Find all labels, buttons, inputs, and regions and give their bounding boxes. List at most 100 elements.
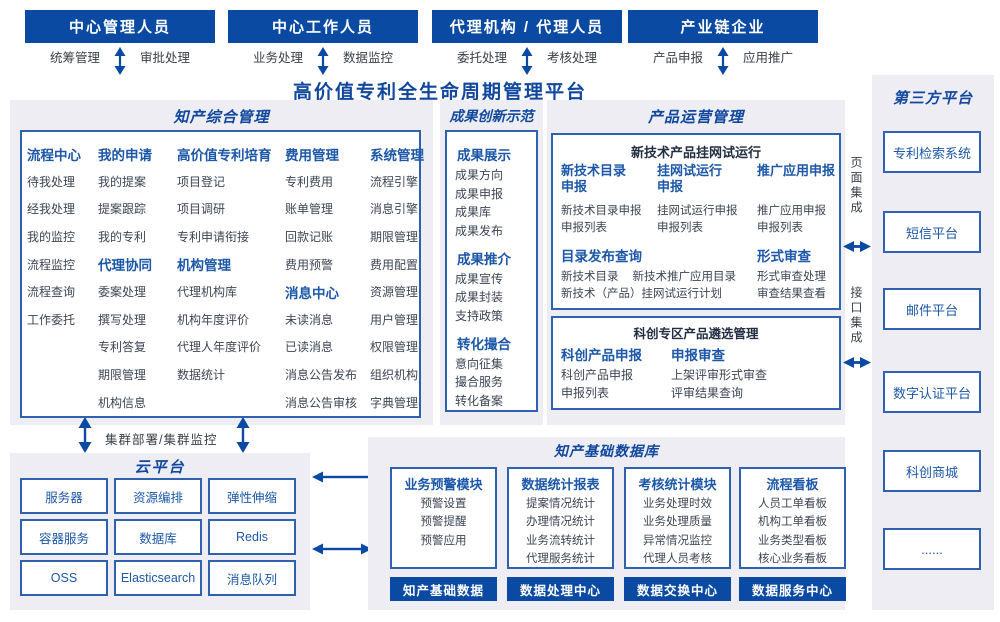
menu-header: 流程看板 xyxy=(766,477,819,492)
menu-item: 我的监控 xyxy=(27,230,76,245)
menu-header: 推广应用申报 xyxy=(757,163,835,201)
menu-header: 形式审查 xyxy=(757,249,811,264)
menu-item: 机构年度评价 xyxy=(177,312,250,327)
menu-header: 数据统计报表 xyxy=(521,477,600,492)
menu-item: 代理人员考核 xyxy=(643,552,712,565)
achievement-group: 成果推介成果宣传成果封装支持政策 xyxy=(447,247,536,325)
db-center-bar: 数据处理中心 xyxy=(507,577,614,601)
db-center-bar: 数据交换中心 xyxy=(624,577,731,601)
menu-item: 代理人年度评价 xyxy=(177,340,262,355)
menu-item: 期限管理 xyxy=(370,230,419,245)
menu-item: 代理服务统计 xyxy=(526,552,595,565)
menu-item: 核心业务看板 xyxy=(758,552,827,565)
menu-item: 办理情况统计 xyxy=(526,516,595,529)
menu-item: 组织机构 xyxy=(370,368,419,383)
menu-header: 业务预警模块 xyxy=(404,477,483,492)
trial-run-box-title: 新技术产品挂网试运行 xyxy=(630,145,761,160)
menu-item: 未读消息 xyxy=(285,312,334,327)
third-party-box: 专利检索系统 xyxy=(883,131,981,173)
actor-role-label: 业务处理 xyxy=(252,51,303,65)
menu-item: 撮合服务 xyxy=(455,375,504,390)
menu-item: 形式审查处理 xyxy=(757,270,826,283)
menu-header: 新技术目录申报 xyxy=(561,163,642,201)
menu-item-line: 新技术目录新技术推广应用目录 xyxy=(561,267,736,285)
selection-box: 科创专区产品遴选管理 科创产品申报科创产品申报申报列表申报审查上架评审形式审查评… xyxy=(551,316,841,410)
menu-item: 流程引擎 xyxy=(370,174,419,189)
menu-column: 高价值专利培育项目登记项目调研专利申请衔接机构管理代理机构库机构年度评价代理人年… xyxy=(177,140,272,388)
cloud-service-box: Redis xyxy=(208,519,296,555)
menu-header-line: 新技术目录 xyxy=(561,163,627,178)
menu-column: 我的申请我的提案提案跟踪我的专利代理协同委案处理撰写处理专利答复期限管理机构信息 xyxy=(98,140,152,416)
menu-column: 系统管理流程引擎消息引擎期限管理费用配置资源管理用户管理权限管理组织机构字典管理 xyxy=(370,140,424,416)
menu-item: 机构信息 xyxy=(98,395,147,410)
menu-item: 新技术（产品）挂网试运行计划 xyxy=(561,288,722,301)
menu-header: 消息中心 xyxy=(285,285,339,301)
menu-item: 预警设置 xyxy=(420,498,467,510)
actor-role-label: 审批处理 xyxy=(140,51,191,65)
actor-role-label: 产品申报 xyxy=(652,51,703,65)
menu-item: 用户管理 xyxy=(370,312,419,327)
menu-item: 权限管理 xyxy=(370,340,419,355)
menu-item: 专利费用 xyxy=(285,174,334,189)
vertical-double-arrow-icon xyxy=(317,47,329,75)
menu-header: 我的申请 xyxy=(98,147,152,163)
menu-item: 撰写处理 xyxy=(98,312,147,327)
achievement-box: 成果展示成果方向成果申报成果库成果发布成果推介成果宣传成果封装支持政策转化撮合意… xyxy=(445,130,538,412)
menu-header-line: 申报 xyxy=(561,179,588,194)
panel-third-party-title: 第三方平台 xyxy=(892,90,973,107)
panel-product-operation: 产品运营管理 新技术产品挂网试运行 新技术目录申报新技术目录申报申报列表挂网试运… xyxy=(547,100,845,425)
selection-column: 科创产品申报科创产品申报申报列表 xyxy=(561,342,642,401)
db-module-box: 流程看板人员工单看板机构工单看板业务类型看板核心业务看板 xyxy=(739,467,846,569)
menu-column: 费用管理专利费用账单管理回款记账费用预警消息中心未读消息已读消息消息公告发布消息… xyxy=(285,140,357,416)
cloud-service-box: 消息队列 xyxy=(208,560,296,596)
cluster-deploy-label: 集群部署/集群监控 xyxy=(105,433,218,447)
menu-item: 提案跟踪 xyxy=(98,202,147,217)
menu-item: 转化备案 xyxy=(455,394,504,409)
cloud-service-box: 容器服务 xyxy=(20,519,108,555)
menu-item: 我的专利 xyxy=(98,230,147,245)
trial-run-box: 新技术产品挂网试运行 新技术目录申报新技术目录申报申报列表挂网试运行申报挂网试运… xyxy=(551,133,841,310)
cluster-arrow-right-icon xyxy=(236,417,250,453)
menu-item: 专利答复 xyxy=(98,340,147,355)
menu-header: 成果推介 xyxy=(457,251,511,267)
actor-role-label: 考核处理 xyxy=(547,51,598,65)
db-to-cloud-arrow-icon xyxy=(312,471,372,483)
declare-column: 挂网试运行申报挂网试运行申报申报列表 xyxy=(657,163,738,236)
menu-item: 业务类型看板 xyxy=(758,534,827,547)
menu-header: 考核统计模块 xyxy=(638,477,717,492)
cloud-service-box: Elasticsearch xyxy=(114,560,202,596)
declare-column: 新技术目录申报新技术目录申报申报列表 xyxy=(561,163,642,236)
menu-item: 异常情况监控 xyxy=(643,534,712,547)
menu-item: 回款记账 xyxy=(285,230,334,245)
page-integration-arrow-icon xyxy=(843,240,871,253)
menu-header: 成果展示 xyxy=(457,148,511,163)
menu-item: 新技术目录 xyxy=(561,270,619,283)
menu-item: 成果封装 xyxy=(455,290,504,305)
menu-item: 新技术目录申报 xyxy=(561,204,642,217)
menu-item: 账单管理 xyxy=(285,202,334,217)
third-party-box: 数字认证平台 xyxy=(883,371,981,413)
menu-item: 消息公告发布 xyxy=(285,368,358,383)
menu-item: 已读消息 xyxy=(285,340,334,355)
menu-header: 挂网试运行申报 xyxy=(657,163,738,201)
menu-item: 评审结果查询 xyxy=(671,385,744,400)
menu-item: 人员工单看板 xyxy=(758,498,827,510)
menu-item: 新技术推广应用目录 xyxy=(632,270,737,283)
vertical-double-arrow-icon xyxy=(114,47,126,75)
panel-achievement-title: 成果创新示范 xyxy=(449,108,534,124)
menu-item: 申报列表 xyxy=(657,222,703,235)
menu-header: 转化撮合 xyxy=(457,336,511,352)
panel-ip-database: 知产基础数据库 业务预警模块预警设置预警提醒预警应用数据统计报表提案情况统计办理… xyxy=(368,437,846,610)
menu-header: 高价值专利培育 xyxy=(177,147,272,163)
selection-box-title: 科创专区产品遴选管理 xyxy=(633,327,759,341)
api-integration-arrow-icon xyxy=(843,356,871,369)
menu-item: 支持政策 xyxy=(455,308,504,323)
menu-column: 流程中心待我处理经我处理我的监控流程监控流程查询工作委托 xyxy=(27,140,81,333)
menu-header: 机构管理 xyxy=(177,258,231,274)
menu-item: 推广应用申报 xyxy=(757,204,826,217)
actor-title-bar: 产业链企业 xyxy=(628,10,818,43)
third-party-box: 邮件平台 xyxy=(883,288,981,330)
menu-item: 审查结果查看 xyxy=(757,288,826,301)
db-center-bar: 知产基础数据 xyxy=(390,577,497,601)
